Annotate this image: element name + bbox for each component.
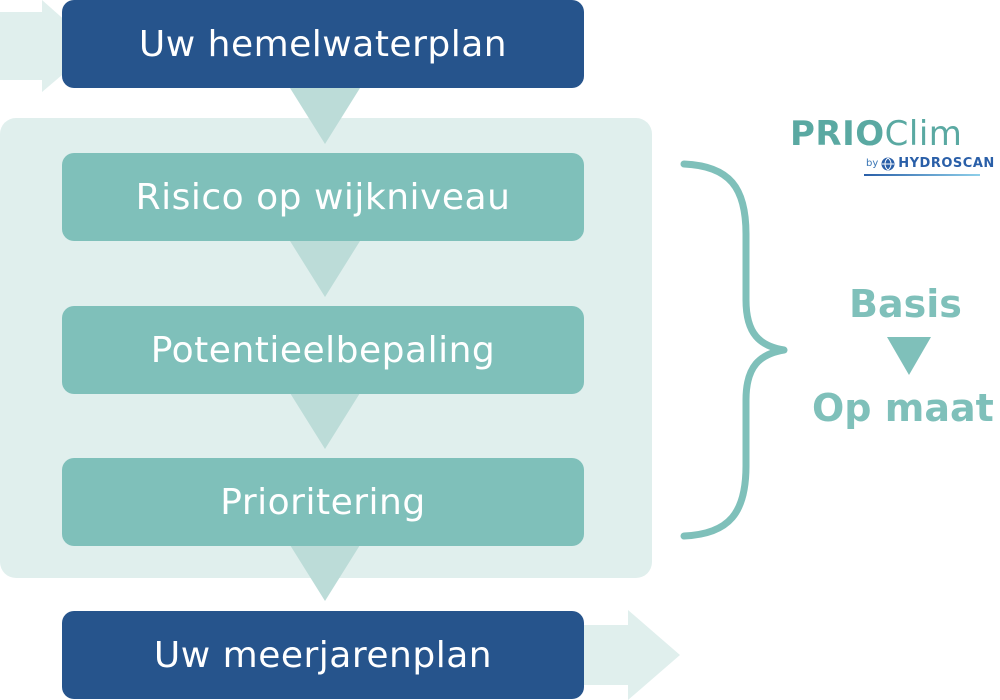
logo-underline [864,174,980,176]
logo-clim: Clim [884,114,963,154]
hemelwaterplan-box: Uw hemelwaterplan [62,0,584,88]
globe-icon [881,157,895,170]
hemelwaterplan-label: Uw hemelwaterplan [138,23,508,65]
basis-label: Basis [849,282,962,326]
prioritering-label: Prioritering [220,481,426,523]
prioritering-box: Prioritering [62,458,584,546]
connector-arrow-icon [290,241,360,297]
logo-by: by [866,158,879,169]
connector-arrow-icon [290,545,360,601]
meerjarenplan-label: Uw meerjarenplan [153,634,493,676]
potentieelbepaling-label: Potentieelbepaling [150,329,496,371]
risico-box: Risico op wijkniveau [62,153,584,241]
op-maat-label: Op maat [812,386,994,430]
logo-byline: by HYDROSCAN [866,156,995,171]
risico-label: Risico op wijkniveau [135,176,511,218]
meerjarenplan-box: Uw meerjarenplan [62,611,584,699]
logo-prio: PRIO [790,114,885,154]
output-arrow-icon [560,610,680,700]
logo-hydroscan: HYDROSCAN [898,156,995,171]
potentieelbepaling-box: Potentieelbepaling [62,306,584,394]
input-arrow-icon [0,0,95,92]
logo-wordmark: PRIOClim [790,114,962,154]
down-arrow-icon [887,337,931,375]
connector-arrow-icon [290,393,360,449]
prioclim-logo: PRIOClim by HYDROSCAN [790,114,994,184]
curly-brace-icon [680,160,788,540]
connector-arrow-icon [290,88,360,144]
